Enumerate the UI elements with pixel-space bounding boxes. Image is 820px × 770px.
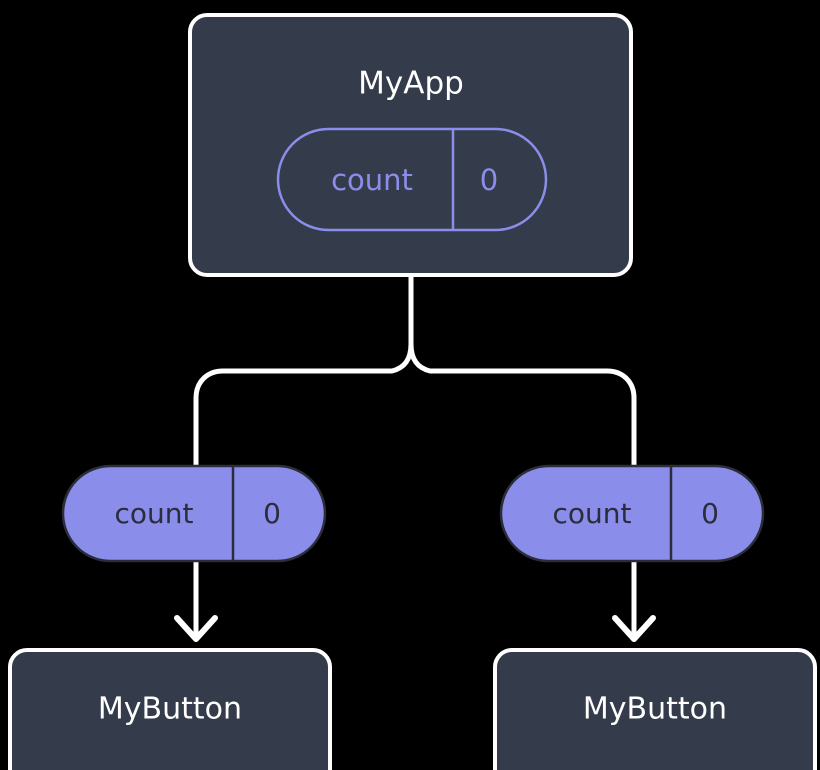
mybutton-right-title: MyButton — [583, 692, 727, 727]
connector-fork-right — [408, 341, 637, 471]
myapp-title: MyApp — [358, 66, 464, 102]
left-state-pill-shape[interactable] — [61, 464, 327, 563]
component-node-myapp[interactable]: MyApp count 0 — [188, 13, 633, 277]
left-state-key: count — [115, 497, 194, 530]
connector-fork-left — [193, 341, 414, 471]
mybutton-right-box[interactable] — [493, 648, 817, 770]
left-branch-state-pill[interactable]: count 0 — [61, 464, 327, 563]
arrow-head-left — [174, 615, 218, 642]
right-branch-state-pill[interactable]: count 0 — [499, 464, 765, 563]
component-node-mybutton-left[interactable]: MyButton — [8, 648, 332, 770]
right-state-pill-shape[interactable] — [499, 464, 765, 563]
right-state-key: count — [553, 497, 632, 530]
mybutton-left-box[interactable] — [8, 648, 332, 770]
arrow-head-right — [612, 615, 656, 642]
right-state-value: 0 — [701, 497, 719, 530]
mybutton-left-title: MyButton — [98, 692, 242, 727]
myapp-state-value: 0 — [480, 163, 498, 197]
myapp-state-pill[interactable]: count 0 — [276, 127, 548, 232]
myapp-state-key: count — [331, 163, 413, 197]
connector-group — [174, 272, 656, 642]
left-state-value: 0 — [263, 497, 281, 530]
myapp-state-pill-shape[interactable] — [276, 127, 548, 232]
myapp-box[interactable] — [188, 13, 633, 277]
component-node-mybutton-right[interactable]: MyButton — [493, 648, 817, 770]
